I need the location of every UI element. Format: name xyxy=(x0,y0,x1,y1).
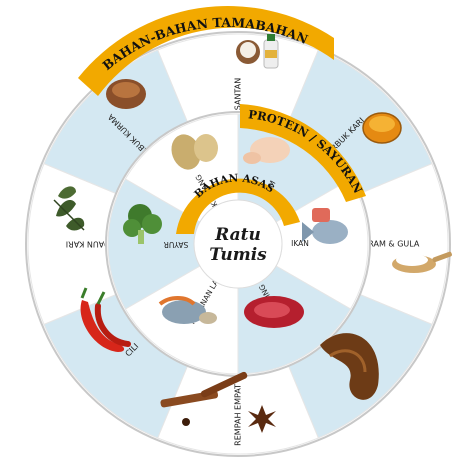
ingredient-icons xyxy=(53,34,452,433)
curry-leaves-icon xyxy=(53,186,85,231)
seafood-icon xyxy=(158,296,217,324)
outer-segment-label: REMPAH EMPAT SEKAWAN xyxy=(234,342,243,446)
fish-icon xyxy=(302,208,348,244)
logo-text-line1: Ratu xyxy=(214,225,261,245)
outer-segment-label: SANTAN xyxy=(234,78,243,110)
inner-segment-label: SAYUR xyxy=(164,240,189,249)
four-spices-icon xyxy=(160,371,276,433)
center-circle xyxy=(193,199,283,289)
broccoli-icon xyxy=(123,204,162,244)
outer-segment-label: GARAM & GULA xyxy=(357,240,420,249)
potato-icon xyxy=(171,134,218,170)
salt-sugar-icon xyxy=(392,251,452,273)
inner-segment-label: IKAN xyxy=(291,239,309,248)
chicken-icon xyxy=(243,137,290,164)
curry-powder-icon xyxy=(362,112,402,144)
kurma-powder-icon xyxy=(106,79,146,109)
logo-text-line2: Tumis xyxy=(209,245,267,265)
coconut-milk-icon xyxy=(236,34,279,69)
beef-icon xyxy=(244,296,304,328)
outer-segment-label: DAUN KARI xyxy=(66,240,110,249)
tamarind-icon xyxy=(320,333,379,400)
chili-icon xyxy=(80,287,131,352)
